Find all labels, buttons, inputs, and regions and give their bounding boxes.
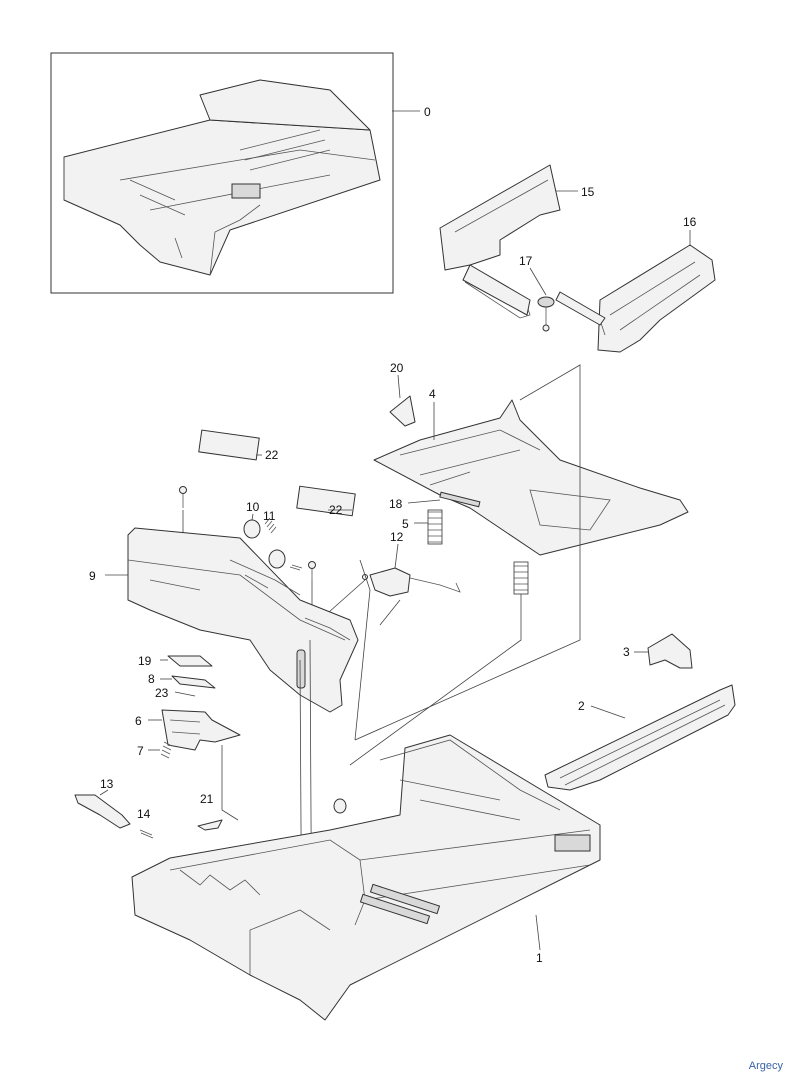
callout-22a: 22 [265, 448, 279, 462]
callout-16: 16 [683, 215, 697, 229]
callout-12: 12 [390, 530, 404, 544]
part-11-spring [264, 517, 303, 571]
part-0-tray-assembly [63, 79, 381, 276]
callout-6: 6 [135, 714, 142, 728]
callout-4: 4 [429, 387, 436, 401]
callout-3: 3 [623, 645, 630, 659]
part-8-plate [171, 675, 216, 689]
callout-8: 8 [148, 672, 155, 686]
callout-23: 23 [155, 686, 169, 700]
part-15-guide-left [439, 164, 561, 319]
part-1-base-tray [131, 734, 601, 1021]
callout-0: 0 [424, 105, 431, 119]
part-13-lock-lever [74, 794, 131, 829]
leader-1 [535, 914, 541, 951]
part-22-label-a [198, 429, 260, 461]
part-4-knock-up-plate [373, 399, 689, 556]
leader-spring-guide [354, 559, 371, 741]
leader-17 [529, 267, 547, 296]
part-21-clip [197, 819, 223, 831]
callout-7: 7 [137, 744, 144, 758]
part-22-label-b [296, 485, 356, 517]
leader-20 [397, 374, 401, 399]
callout-10: 10 [246, 500, 260, 514]
callout-1: 1 [536, 951, 543, 965]
callout-11: 11 [263, 509, 276, 523]
part-2-side-guide-rail [544, 684, 736, 791]
callout-19: 19 [138, 654, 152, 668]
callout-5: 5 [402, 517, 409, 531]
callout-14: 14 [137, 807, 151, 821]
part-9-front-cover [127, 527, 359, 713]
leader-12 [394, 543, 399, 569]
part-5-spring-second [349, 561, 529, 766]
leader-10 [251, 513, 254, 521]
part-7-spring [160, 741, 173, 759]
leader-6-down [221, 745, 239, 821]
callout-21: 21 [200, 792, 214, 806]
watermark-text: Argecy [748, 1060, 783, 1072]
leader-plate-guide [354, 364, 581, 741]
part-17-gear [537, 296, 555, 332]
leader-23 [174, 691, 196, 697]
callout-17: 17 [519, 254, 533, 268]
leader-2 [590, 705, 626, 719]
part-6-holder [161, 709, 241, 751]
part-5-spring [427, 509, 443, 545]
part-10-roller [243, 519, 286, 569]
callout-18: 18 [389, 497, 403, 511]
callout-15: 15 [581, 185, 595, 199]
leader-18 [407, 499, 441, 504]
callout-2: 2 [578, 699, 585, 713]
callout-9: 9 [89, 569, 96, 583]
part-18-friction-pad [439, 491, 481, 508]
part-12-lever [362, 567, 461, 597]
callout-20: 20 [390, 361, 404, 375]
callout-13: 13 [100, 777, 114, 791]
leader-13 [99, 789, 109, 796]
part-19-film [167, 655, 213, 667]
part-14-spring [139, 829, 154, 839]
part-20-stopper [389, 395, 416, 427]
part-16-guide-right [555, 244, 716, 353]
part-3-side-guide-cap [647, 633, 693, 669]
callout-22b: 22 [329, 503, 343, 517]
